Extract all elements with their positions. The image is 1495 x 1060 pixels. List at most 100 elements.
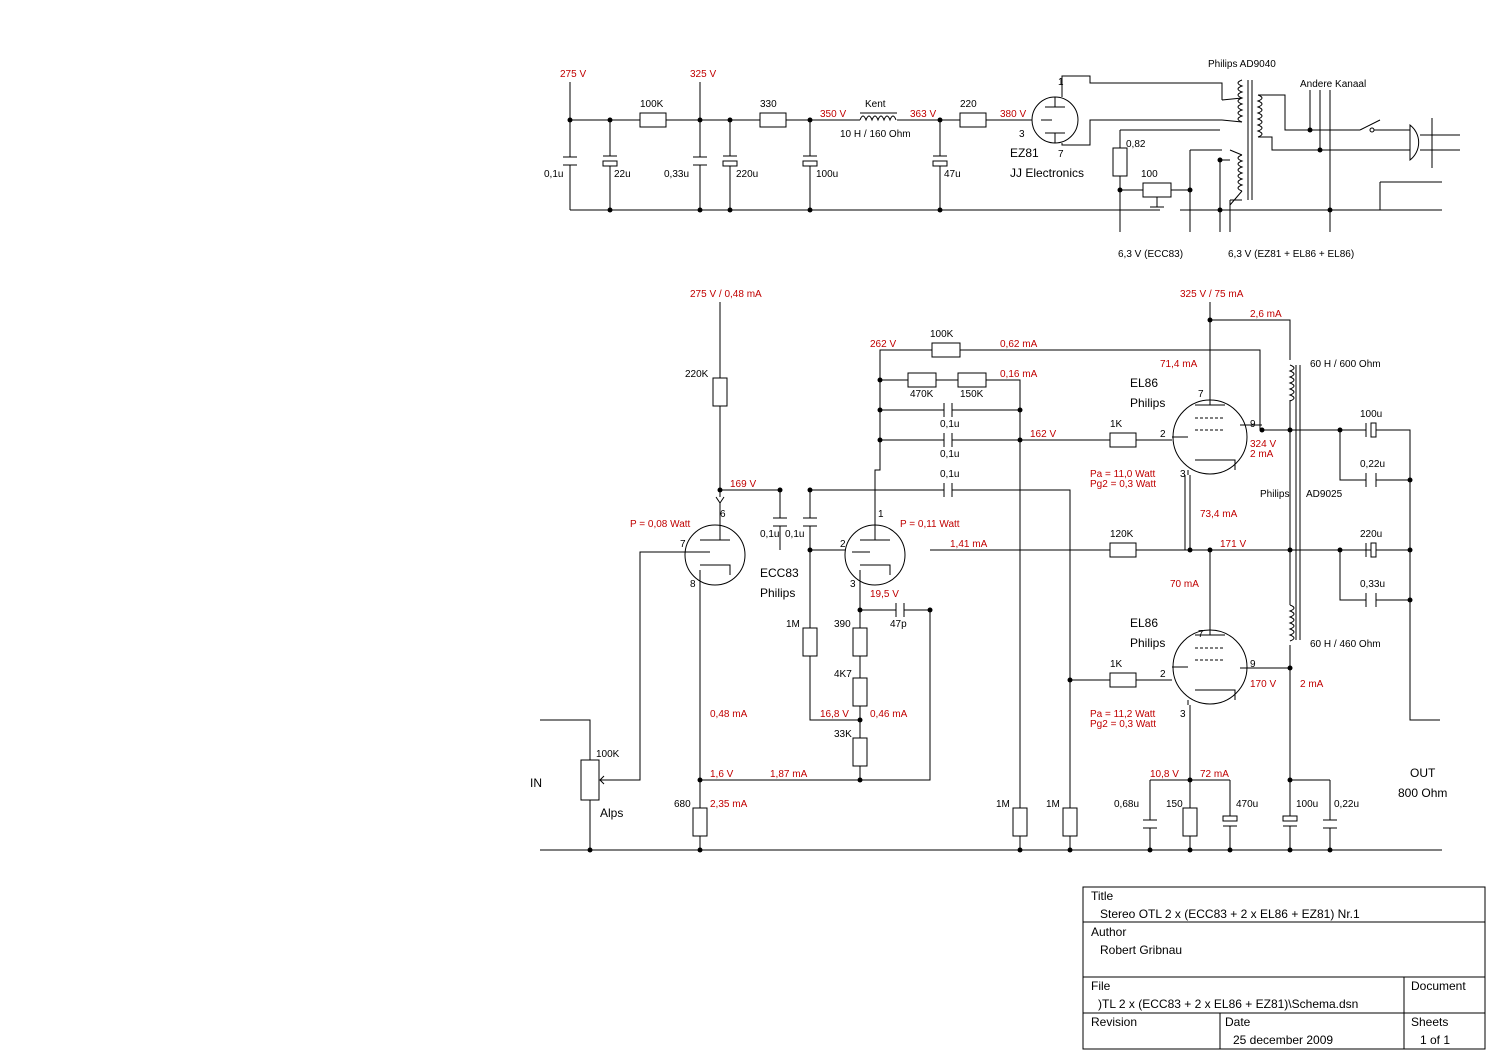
label-b1: 275 V / 0,48 mA (690, 289, 762, 300)
label-c-0-22-top: 0,22u (1360, 459, 1385, 470)
label-pg1: Pg2 = 0,3 Watt (1090, 479, 1156, 490)
label-out-impedance: 800 Ohm (1398, 786, 1447, 800)
label-r-33k: 33K (834, 729, 852, 740)
label-choke-spec: 10 H / 160 Ohm (840, 129, 911, 140)
label-heater-main: 6,3 V (EZ81 + EL86 + EL86) (1228, 249, 1354, 260)
file-label: File (1091, 979, 1111, 993)
label-r-330: 330 (760, 99, 777, 110)
label-ecc83-brand: Philips (760, 586, 795, 600)
label-out: OUT (1410, 766, 1436, 780)
label-pa2: Pa = 11,2 Watt (1090, 709, 1156, 720)
file-value: )TL 2 x (ECC83 + 2 x EL86 + EZ81)\Schema… (1098, 997, 1358, 1011)
label-c-0-22-b: 0,22u (1334, 799, 1359, 810)
label-pin2: 2 (840, 539, 846, 550)
label-pin8: 8 (690, 579, 696, 590)
title-block: Title Stereo OTL 2 x (ECC83 + 2 x EL86 +… (1082, 886, 1486, 1050)
label-r-120k: 120K (1110, 529, 1134, 540)
label-p1: P = 0,08 Watt (630, 519, 691, 530)
label-pa1: Pa = 11,0 Watt (1090, 469, 1156, 480)
label-c-47p: 47p (890, 619, 907, 630)
label-pin7: 7 (680, 539, 686, 550)
choke (859, 112, 897, 122)
label-r-100k: 100K (640, 99, 664, 110)
label-70ma: 70 mA (1170, 579, 1199, 590)
label-r-150k: 150K (960, 389, 984, 400)
author-label: Author (1091, 925, 1126, 939)
label-r-220k: 220K (685, 369, 709, 380)
label-262v: 262 V (870, 339, 896, 350)
label-r-680: 680 (674, 799, 691, 810)
label-pin1: 1 (878, 509, 884, 520)
label-heater-ecc83: 6,3 V (ECC83) (1118, 249, 1183, 260)
label-10-8v: 10,8 V (1150, 769, 1179, 780)
label-e1-pin2: 2 (1160, 429, 1166, 440)
resistor-0-82 (1112, 147, 1128, 177)
label-c-100u-top: 100u (1360, 409, 1382, 420)
label-e1-pin7: 7 (1198, 389, 1204, 400)
label-c-470u: 470u (1236, 799, 1258, 810)
label-c-22u: 22u (614, 169, 631, 180)
label-ot-brand: Philips (1260, 489, 1289, 500)
label-r-100k-fb: 100K (930, 329, 954, 340)
label-e2-pin7: 7 (1198, 629, 1204, 640)
label-c-0-1e: 0,1u (940, 469, 959, 480)
label-e1-pin9: 9 (1250, 419, 1256, 430)
label-r-470k: 470K (910, 389, 934, 400)
date-label: Date (1225, 1015, 1251, 1029)
label-b2: 325 V / 75 mA (1180, 289, 1244, 300)
label-c-0-1c: 0,1u (940, 419, 959, 430)
label-2ma-b: 2 mA (1300, 679, 1324, 690)
label-pin6: 6 (720, 509, 726, 520)
label-170v: 170 V (1250, 679, 1276, 690)
label-162v: 162 V (1030, 429, 1056, 440)
label-rect-pin1: 1 (1058, 77, 1064, 88)
label-324v: 324 V (1250, 439, 1276, 450)
label-c-100u-b: 100u (1296, 799, 1318, 810)
title-label: Title (1091, 889, 1114, 903)
label-19-5v: 19,5 V (870, 589, 899, 600)
label-r-1k-b: 1K (1110, 659, 1123, 670)
label-r-4k7: 4K7 (834, 669, 852, 680)
label-ot-type: AD9025 (1306, 489, 1343, 500)
label-el86-1-brand: Philips (1130, 396, 1165, 410)
label-r-1m-b: 1M (996, 799, 1010, 810)
label-r-390: 390 (834, 619, 851, 630)
label-e2-pin9: 9 (1250, 659, 1256, 670)
label-r-1k-a: 1K (1110, 419, 1123, 430)
label-ot1: 60 H / 600 Ohm (1310, 359, 1381, 370)
amplifier-section: 275 V / 0,48 mA 325 V / 75 mA 220K 169 V… (530, 289, 1447, 853)
label-e1-pin3: 3 (1180, 469, 1186, 480)
resistor-100-hum (1142, 182, 1172, 198)
power-supply-section: 275 V 325 V 350 V 363 V 380 V 100K 330 2… (544, 59, 1460, 260)
label-c-100u: 100u (816, 169, 838, 180)
label-ot2: 60 H / 460 Ohm (1310, 639, 1381, 650)
label-363v: 363 V (910, 109, 936, 120)
label-275v: 275 V (560, 69, 586, 80)
label-r-1m-c: 1M (1046, 799, 1060, 810)
label-2-6ma: 2,6 mA (1250, 309, 1282, 320)
label-0-48ma: 0,48 mA (710, 709, 748, 720)
label-c-0-1d: 0,1u (940, 449, 959, 460)
title-value: Stereo OTL 2 x (ECC83 + 2 x EL86 + EZ81)… (1100, 907, 1360, 921)
resistor-220 (959, 112, 987, 128)
label-alps: Alps (600, 806, 623, 820)
label-r-220: 220 (960, 99, 977, 110)
label-r-0-82: 0,82 (1126, 139, 1146, 150)
label-pg2: Pg2 = 0,3 Watt (1090, 719, 1156, 730)
label-r-150: 150 (1166, 799, 1183, 810)
label-1-6v: 1,6 V (710, 769, 734, 780)
sheets-value: 1 of 1 (1420, 1033, 1450, 1047)
label-r-100-hum: 100 (1141, 169, 1158, 180)
label-c-47u: 47u (944, 169, 961, 180)
label-c-0-68: 0,68u (1114, 799, 1139, 810)
label-1-87ma: 1,87 mA (770, 769, 808, 780)
label-0-46ma: 0,46 mA (870, 709, 908, 720)
label-el86-2-brand: Philips (1130, 636, 1165, 650)
label-ecc83: ECC83 (760, 566, 799, 580)
revision-label: Revision (1091, 1015, 1137, 1029)
label-el86-1: EL86 (1130, 376, 1158, 390)
resistor-330 (759, 112, 787, 128)
label-c-0-1a: 0,1u (760, 529, 779, 540)
label-2-35ma: 2,35 mA (710, 799, 748, 810)
